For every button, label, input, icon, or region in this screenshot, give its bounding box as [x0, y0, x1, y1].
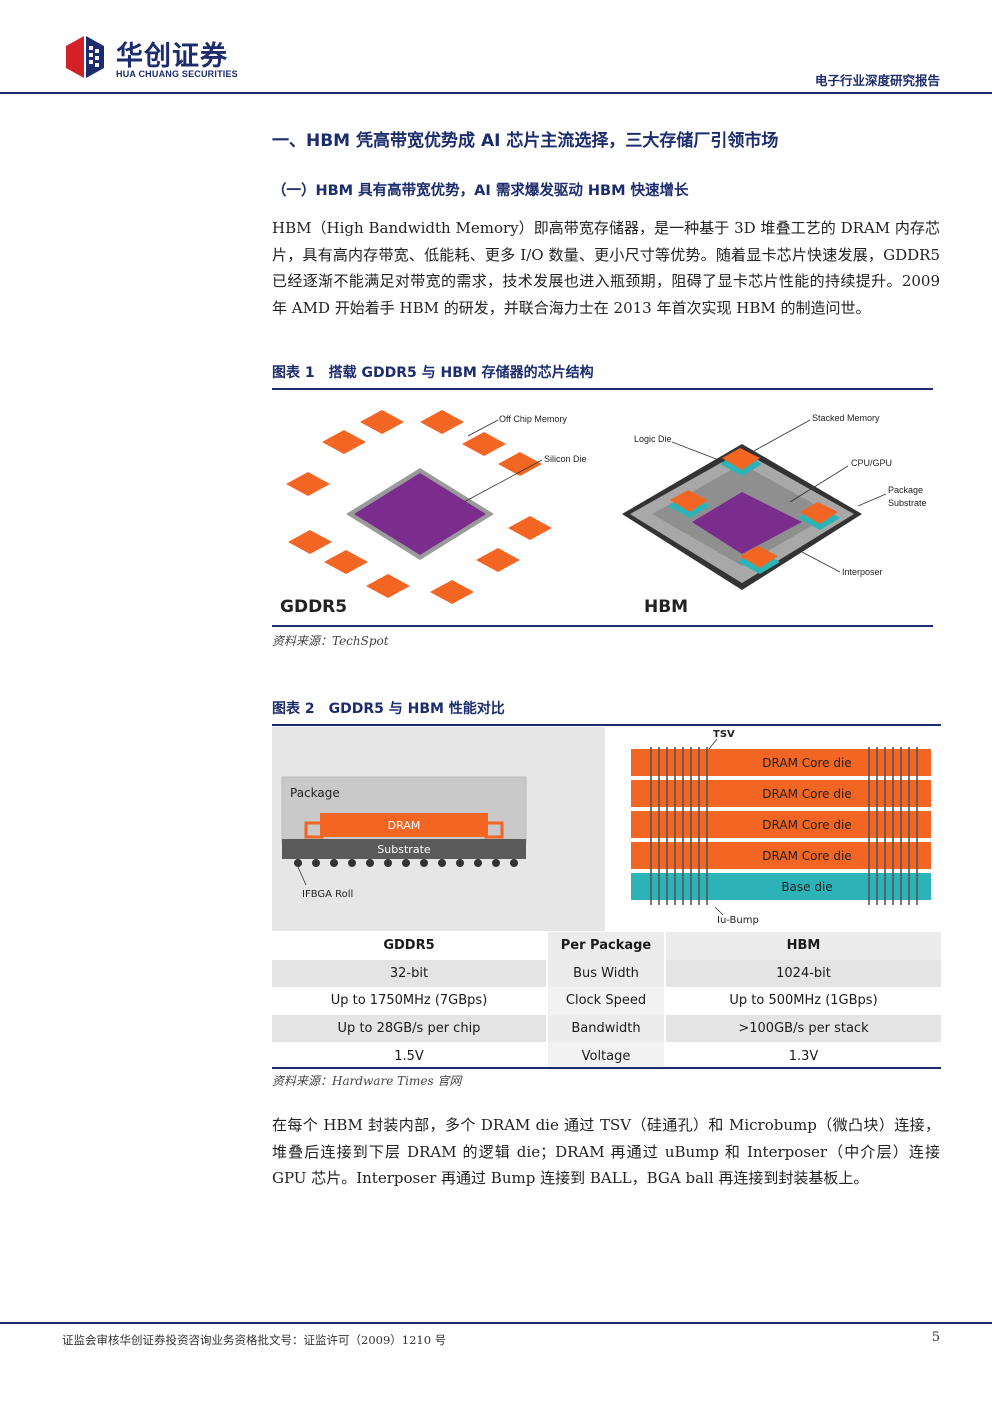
brand-name-cn: 华创证券: [116, 41, 228, 72]
gddr5-package-diagram: Package DRAM Substrate IFBGA Roll: [272, 727, 605, 931]
report-type: 电子行业深度研究报告: [814, 73, 940, 88]
footer-license: 证监会审核华创证券投资咨询业务资格批文号：证监许可（2009）1210 号: [62, 1333, 447, 1347]
subsection-heading: （一）HBM 具有高带宽优势，AI 需求爆发驱动 HBM 快速增长: [272, 183, 689, 199]
table-header-per-package: Per Package: [546, 932, 666, 960]
label-off-chip-memory: Off Chip Memory: [499, 414, 567, 424]
table-cell: >100GB/s per stack: [665, 1014, 941, 1043]
table-cell: Bandwidth: [546, 1014, 666, 1043]
brand-name-en: HUA CHUANG SECURITIES: [116, 69, 238, 79]
label-gddr5: GDDR5: [280, 597, 347, 617]
body-paragraph-1: HBM（High Bandwidth Memory）即高带宽存储器，是一种基于 …: [272, 219, 940, 317]
comparison-table: GDDR5 Per Package HBM 32-bit Bus Width 1…: [272, 932, 941, 1070]
label-stacked-memory: Stacked Memory: [812, 413, 880, 423]
table-cell: Up to 1750MHz (7GBps): [272, 987, 547, 1015]
figure-2-source: 资料来源：Hardware Times 官网: [272, 1074, 462, 1088]
label-substrate: Substrate: [888, 498, 927, 508]
table-cell: Bus Width: [546, 959, 666, 988]
table-cell: 1.5V: [272, 1042, 547, 1070]
label-ifbga-roll: IFBGA Roll: [302, 889, 353, 900]
body-paragraph-2: 在每个 HBM 封装内部，多个 DRAM die 通过 TSV（硅通孔）和 Mi…: [272, 1116, 940, 1187]
figure-2-bottom-rule: [272, 1067, 941, 1069]
table-cell: Up to 28GB/s per chip: [272, 1014, 547, 1043]
label-interposer: Interposer: [842, 567, 883, 577]
hbm-diagram: Logic Die Stacked Memory CPU/GPU Package…: [622, 413, 927, 617]
table-cell: Voltage: [546, 1042, 666, 1070]
label-package: Package: [888, 485, 923, 495]
table-cell: 1.3V: [665, 1042, 941, 1070]
table-row: 32-bit Bus Width 1024-bit: [272, 959, 941, 988]
figure-1-bottom-rule: [272, 625, 933, 627]
figure-1-source: 资料来源：TechSpot: [272, 634, 389, 648]
brand-logo: [66, 36, 104, 78]
table-header-row: GDDR5 Per Package HBM: [272, 932, 941, 960]
label-core-die-1: DRAM Core die: [762, 756, 851, 770]
figure-2-title: 图表 2 GDDR5 与 HBM 性能对比: [272, 701, 505, 717]
label-dram: DRAM: [388, 819, 421, 832]
figure-1-chip-structure: Off Chip Memory Silicon Die GDDR5 Logic …: [280, 410, 927, 617]
label-core-die-2: DRAM Core die: [762, 787, 851, 801]
table-cell: 1024-bit: [665, 959, 941, 988]
gddr5-diagram: Off Chip Memory Silicon Die GDDR5: [280, 410, 587, 617]
label-hbm: HBM: [644, 597, 688, 617]
table-row: Up to 28GB/s per chip Bandwidth >100GB/s…: [272, 1014, 941, 1043]
label-tsv: TSV: [713, 729, 735, 740]
section-heading: 一、HBM 凭高带宽优势成 AI 芯片主流选择，三大存储厂引领市场: [272, 131, 779, 151]
footer-rule: [0, 1322, 992, 1324]
label-ubump: Iu-Bump: [717, 915, 759, 926]
table-cell: Up to 500MHz (1GBps): [665, 987, 941, 1015]
table-cell: 32-bit: [272, 959, 547, 988]
label-package: Package: [290, 786, 340, 800]
table-row: 1.5V Voltage 1.3V: [272, 1042, 941, 1070]
table-header-gddr5: GDDR5: [272, 932, 547, 960]
header-rule: [0, 92, 992, 94]
hbm-stack-diagram: TSV DRAM Core die DRAM Core die DRAM Cor…: [605, 727, 941, 931]
table-row: Up to 1750MHz (7GBps) Clock Speed Up to …: [272, 987, 941, 1015]
label-core-die-3: DRAM Core die: [762, 818, 851, 832]
label-core-die-4: DRAM Core die: [762, 849, 851, 863]
label-logic-die: Logic Die: [634, 434, 672, 444]
table-header-hbm: HBM: [665, 932, 941, 960]
figure-1-rule: [272, 388, 933, 390]
figure-2-rule: [272, 724, 941, 726]
label-substrate: Substrate: [377, 843, 431, 856]
figure-1-title: 图表 1 搭载 GDDR5 与 HBM 存储器的芯片结构: [272, 365, 594, 381]
label-cpu-gpu: CPU/GPU: [851, 458, 892, 468]
page-number: 5: [931, 1330, 940, 1345]
table-cell: Clock Speed: [546, 987, 666, 1015]
label-base-die: Base die: [781, 880, 832, 894]
label-silicon-die: Silicon Die: [544, 454, 587, 464]
